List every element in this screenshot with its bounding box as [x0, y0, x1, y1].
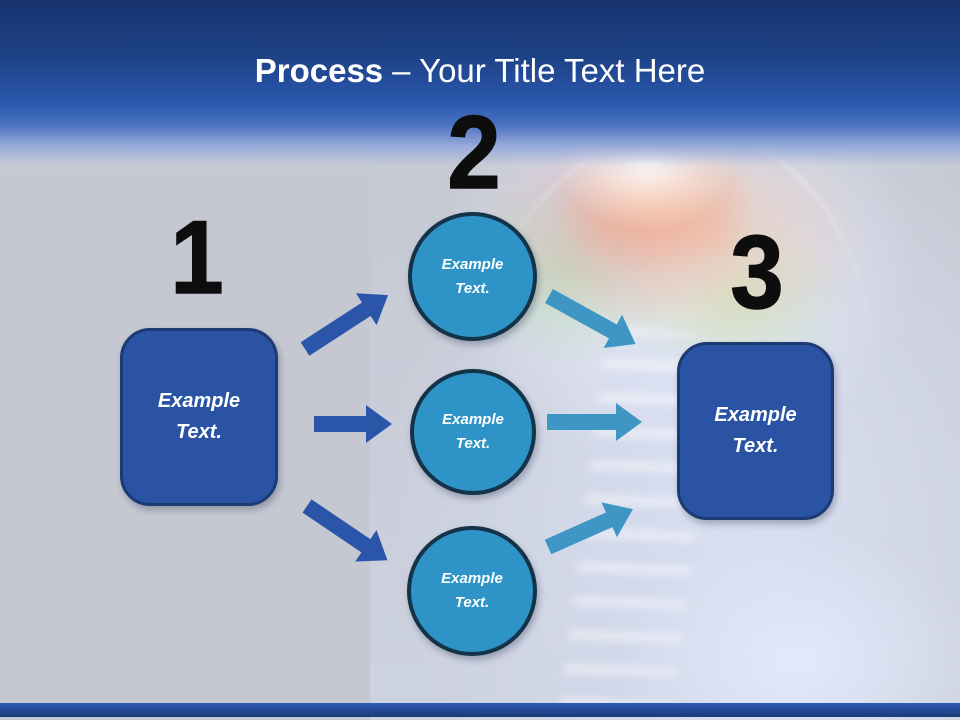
step-3-box: Example Text. — [677, 342, 834, 520]
step-1-label: Example Text. — [157, 390, 241, 443]
step-3-number: 3 — [730, 215, 785, 331]
step-2-number: 2 — [447, 95, 502, 211]
arrow-circle2-to-box3 — [547, 403, 642, 441]
shoulder-xray-decoration — [600, 520, 960, 720]
footer-bar — [0, 703, 960, 717]
title-bar — [0, 0, 960, 178]
step-2-circle-3-label: Example Text. — [441, 570, 503, 611]
step-1-number: 1 — [170, 200, 225, 316]
arrow-head — [366, 405, 392, 443]
step-2-circle-3: Example Text. — [407, 526, 537, 656]
slide-title: Process– Your Title Text Here — [0, 52, 960, 90]
arrow-shaft — [302, 499, 372, 554]
step-2-circle-1-label: Example Text. — [441, 255, 504, 297]
slide-title-emphasis: Process — [254, 52, 384, 89]
step-1-box: Example Text. — [120, 328, 278, 506]
arrow-head — [616, 403, 642, 441]
step-2-circle-1: Example Text. — [408, 212, 537, 341]
slide-title-rest: – Your Title Text Here — [392, 52, 706, 89]
step-2-circle-2: Example Text. — [410, 369, 536, 495]
arrow-shaft — [314, 416, 368, 432]
step-2-circle-2-label: Example Text. — [442, 411, 504, 452]
step-3-label: Example Text. — [714, 404, 797, 457]
arrow-shaft — [547, 414, 618, 430]
arrow-box1-to-circle2 — [314, 405, 392, 443]
arrow-shaft — [300, 301, 373, 356]
